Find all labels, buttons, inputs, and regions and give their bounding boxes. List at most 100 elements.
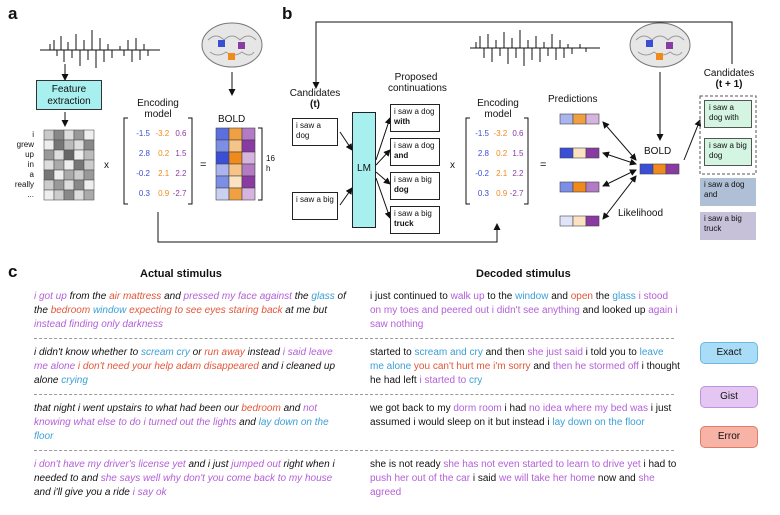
actual-segment-exact: lay down on the floor — [34, 417, 329, 442]
actual-row-2: i didn't know whether to scream cry or r… — [34, 346, 346, 388]
legend-exact: Exact — [700, 342, 758, 364]
word-6: ... — [27, 190, 34, 199]
proposed-continuations-label: Proposed continuations — [388, 72, 447, 94]
decoded-segment-gist: she agreed — [370, 473, 655, 498]
continuation-box-3: i saw a big dog — [390, 172, 440, 200]
cont-1-word: with — [394, 117, 410, 126]
encoding-model-label-b: Encoding model — [477, 98, 519, 120]
decoded-segment-plain: now and — [595, 473, 639, 484]
panel-letter-c: c — [8, 262, 18, 281]
actual-segment-plain: and — [161, 291, 184, 302]
actual-stimulus-heading: Actual stimulus — [140, 268, 222, 280]
decoded-segment-plain: the — [592, 291, 613, 302]
actual-segment-error: bedroom — [241, 403, 281, 414]
actual-segment-plain: from the — [66, 291, 110, 302]
decoded-segment-gist: walk up — [450, 291, 485, 302]
cont-3-prefix: i saw a big — [394, 175, 432, 184]
decoded-row-2: started to scream and cry and then she j… — [370, 346, 680, 388]
matrix-b-3-0: 0.3 — [477, 189, 489, 198]
continuation-box-4: i saw a big truck — [390, 206, 440, 234]
cont-4-word: truck — [394, 219, 414, 228]
word-3: in — [27, 160, 34, 169]
actual-segment-exact: glass — [311, 291, 335, 302]
actual-segment-plain: at me but — [282, 305, 327, 316]
panel-letter-b: b — [282, 4, 293, 23]
audio-waveform-a — [40, 30, 160, 68]
matrix-a-0-0: -1.5 — [136, 129, 150, 138]
bold-label-b: BOLD — [644, 146, 672, 157]
word-list: i grew up in a really ... — [6, 130, 34, 200]
feature-grid — [43, 129, 95, 201]
cont-2-word: and — [394, 151, 409, 160]
matrix-b-0-1: -3.2 — [493, 129, 508, 138]
decoded-segment-exact: window — [515, 291, 549, 302]
candidate-1-text: i saw a dog — [296, 121, 321, 140]
actual-row-1: i got up from the air mattress and press… — [34, 290, 346, 332]
candidates-t-value: (t) — [310, 99, 320, 110]
decoded-segment-gist: we will take her home — [498, 473, 596, 484]
prediction-bars — [559, 113, 600, 227]
decoded-segment-gist: she has not even started to learn to dri… — [443, 459, 641, 470]
actual-segment-plain: of the — [34, 291, 346, 316]
matrix-a-3-0: 0.3 — [138, 189, 150, 198]
decoded-segment-error: open — [570, 291, 593, 302]
hours-value: 16 — [266, 154, 275, 163]
actual-row-3: that night i went upstairs to what had b… — [34, 402, 346, 444]
candidate-box-2: i saw a big — [292, 192, 338, 220]
audio-waveform-b — [470, 30, 600, 66]
panel-letter-a: a — [8, 4, 18, 23]
word-2: up — [25, 150, 34, 159]
row-divider-2 — [34, 394, 674, 395]
candidates-t-label: Candidates (t) — [288, 88, 342, 110]
continuation-box-1: i saw a dog with — [390, 104, 440, 132]
matrix-a-1-2: 1.5 — [175, 149, 187, 158]
decoded-segment-plain: started to — [370, 347, 415, 358]
decoded-segment-gist: i stood on my toes and peered out i didn… — [370, 291, 669, 316]
decoded-stimulus-heading: Decoded stimulus — [476, 268, 571, 280]
next-candidate-4-text: i saw a big truck — [704, 214, 742, 233]
matrix-a-3-1: 0.9 — [158, 189, 170, 198]
decoded-segment-plain: i had — [501, 403, 529, 414]
next-candidate-1-text: i saw a dog with — [709, 103, 739, 122]
next-candidate-2: i saw a big dog — [704, 138, 752, 166]
encoding-matrix-a: -1.5 -3.2 0.6 2.8 0.2 1.5 -0.2 2.1 2.2 0… — [130, 124, 188, 204]
candidates-label: Candidates — [289, 88, 341, 99]
decoded-segment-plain: and — [548, 291, 571, 302]
continuation-box-2: i saw a dog and — [390, 138, 440, 166]
candidates-next-title: Candidates — [703, 68, 755, 79]
diagram-graphics — [40, 21, 757, 243]
decoded-segment-plain: she is not ready — [370, 459, 444, 470]
decoded-segment-gist: she just said — [527, 347, 583, 358]
actual-segment-plain: and — [236, 417, 259, 428]
actual-segment-gist: pressed my face against — [183, 291, 292, 302]
legend-error: Error — [700, 426, 758, 448]
matrix-b-2-2: 2.2 — [512, 169, 524, 178]
decoded-row-3: we got back to my dorm room i had no ide… — [370, 402, 680, 430]
matrix-a-0-2: 0.6 — [175, 129, 187, 138]
lm-label: LM — [357, 163, 371, 174]
actual-segment-gist: jumped out — [231, 459, 281, 470]
legend-error-label: Error — [717, 431, 741, 442]
matrix-b-0-2: 0.6 — [512, 129, 524, 138]
matrix-a-2-1: 2.1 — [158, 169, 170, 178]
matrix-a-3-2: -2.7 — [172, 189, 187, 198]
matrix-b-2-1: 2.1 — [496, 169, 508, 178]
matrix-a-1-0: 2.8 — [138, 149, 150, 158]
next-candidate-3-text: i saw a dog and — [704, 180, 745, 199]
legend-exact-label: Exact — [716, 347, 742, 358]
actual-segment-gist: not knowing what else to do i turned out… — [34, 403, 317, 428]
likelihood-label: Likelihood — [618, 208, 664, 219]
hours-label: 16 h — [266, 154, 275, 174]
brain-icon-b — [629, 22, 691, 68]
decoded-segment-plain: and — [530, 361, 553, 372]
cont-3-word: dog — [394, 185, 409, 194]
cont-2-prefix: i saw a dog — [394, 141, 435, 150]
feature-extraction-label: Feature extraction — [47, 84, 91, 107]
actual-segment-exact: window — [92, 305, 127, 316]
decoded-segment-gist: i started to — [419, 375, 467, 386]
actual-segment-error: air mattress — [109, 291, 162, 302]
hours-unit: h — [266, 164, 271, 173]
word-5: really — [14, 180, 34, 189]
candidates-next-t: (t + 1) — [715, 79, 743, 90]
matrix-a-1-1: 0.2 — [158, 149, 170, 158]
